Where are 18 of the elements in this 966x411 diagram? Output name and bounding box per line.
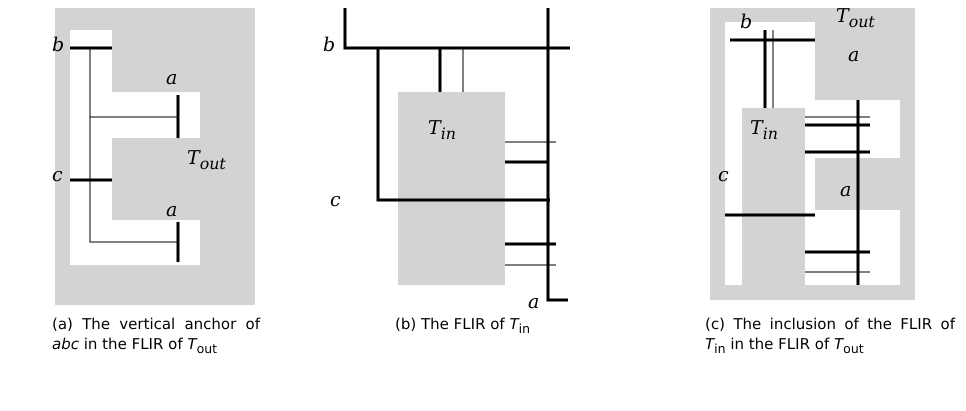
- math-label: b: [740, 12, 752, 32]
- math-label: T$_{out}$: [187, 148, 226, 174]
- math-label: a: [166, 200, 178, 220]
- figure-caption: (b) The FLIR of T$_{in}$: [395, 314, 532, 338]
- math-label: c: [718, 165, 729, 185]
- math-label: c: [52, 165, 63, 185]
- math-label: b: [323, 35, 336, 55]
- math-label: c: [330, 190, 341, 210]
- math-label: a: [528, 292, 540, 312]
- figure-caption: (a) The vertical anchor of abc in the FLIR of T$_{out}$: [52, 314, 260, 358]
- figure-caption: (c) The inclusion of the FLIR of T$_{in}$ in the FLIR of T$_{out}$: [705, 314, 955, 358]
- math-label: a: [840, 180, 852, 200]
- math-label: b: [52, 35, 64, 55]
- math-label: T$_{out}$: [836, 6, 875, 32]
- math-label: T$_{in}$: [750, 118, 778, 144]
- math-label: a: [166, 68, 178, 88]
- math-label: T$_{in}$: [428, 118, 456, 144]
- math-label: a: [848, 45, 860, 65]
